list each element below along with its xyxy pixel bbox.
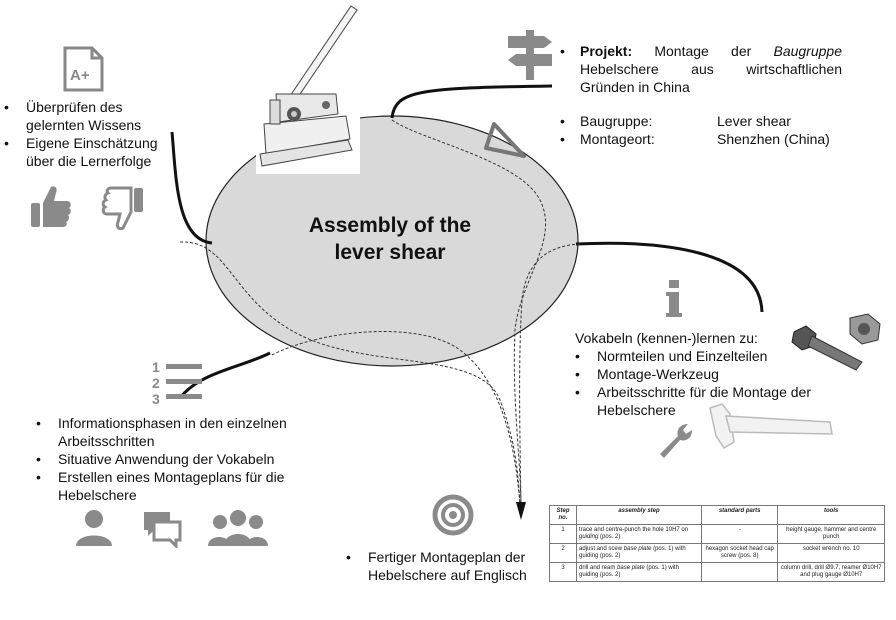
target-icon bbox=[432, 494, 474, 536]
assembly-plan-table: Step no. assembly step standard parts to… bbox=[549, 505, 885, 582]
table-cell-text: (pos. 1) with guiding (pos. 2) bbox=[579, 565, 680, 578]
goal-item: Fertiger Montageplan der Hebelschere auf… bbox=[346, 548, 546, 584]
lever-shear-illustration bbox=[256, 4, 360, 174]
svg-text:3: 3 bbox=[152, 391, 160, 406]
table-cell-step: 2 bbox=[549, 543, 577, 563]
table-cell-tools: height gauge, hammer and centre punch bbox=[777, 524, 885, 544]
wrench-icon bbox=[660, 424, 692, 458]
project-row-key: Montageort: bbox=[580, 131, 655, 147]
table-cell-tools: socket wrench no. 10 bbox=[777, 543, 885, 563]
table-cell-italic: base plate bbox=[623, 546, 652, 552]
table-header: Step no. bbox=[549, 505, 577, 525]
table-cell-text: trace and centre-punch the hole 10H7 on bbox=[579, 527, 689, 533]
table-cell-step: 1 bbox=[549, 524, 577, 544]
project-row-value: Lever shear bbox=[717, 113, 791, 129]
vocab-item: Arbeitsschritte für die Montage der Hebe… bbox=[575, 383, 835, 419]
info-icon bbox=[666, 280, 682, 317]
numbered-list-icon: 1 2 3 bbox=[152, 359, 202, 406]
table-cell-text: adjust and scew bbox=[579, 546, 624, 552]
table-header-row: Step no. assembly step standard parts to… bbox=[549, 505, 885, 525]
table-cell-assembly-step: trace and centre-punch the hole 10H7 on … bbox=[576, 524, 702, 544]
group-icon bbox=[208, 510, 268, 546]
dashed-path-4 bbox=[271, 331, 521, 506]
project-row-location: Montageort: Shenzhen (China) bbox=[560, 130, 842, 148]
svg-text:2: 2 bbox=[152, 375, 160, 391]
center-title: Assembly of the lever shear bbox=[285, 212, 495, 266]
thumbs-up-icon bbox=[31, 186, 71, 227]
method-item: Situative Anwendung der Vokabeln bbox=[36, 450, 326, 468]
table-row: 1 trace and centre-punch the hole 10H7 o… bbox=[549, 524, 885, 544]
thumbs-down-icon bbox=[101, 186, 143, 231]
center-title-line1: Assembly of the bbox=[308, 214, 472, 237]
branch-vocab bbox=[575, 241, 764, 313]
dashed-path-2 bbox=[391, 119, 546, 506]
project-label: Projekt: bbox=[580, 43, 633, 59]
goal-list: Fertiger Montageplan der Hebelschere auf… bbox=[346, 548, 546, 584]
evaluation-list: Überprüfen des gelernten Wissens Eigene … bbox=[4, 98, 174, 170]
table-cell-italic: guiding bbox=[579, 534, 599, 540]
vocab-item: Montage-Werkzeug bbox=[575, 365, 835, 383]
branch-evaluation bbox=[170, 131, 213, 245]
chat-icon bbox=[144, 512, 182, 548]
table-cell-text: (pos. 1) with guiding (pos. 2) bbox=[579, 546, 686, 559]
evaluation-item: Überprüfen des gelernten Wissens bbox=[4, 98, 174, 134]
vocab-item: Normteilen und Einzelteilen bbox=[575, 347, 835, 365]
table-cell-italic: base plate bbox=[617, 565, 645, 571]
a-plus-document-icon: A+ bbox=[63, 46, 104, 92]
project-text-italic: Baugruppe bbox=[773, 43, 842, 59]
method-item: Erstellen eines Montageplans für die Heb… bbox=[36, 468, 326, 504]
signpost-icon bbox=[508, 30, 552, 80]
table-row: 3 drill and ream base plate (pos. 1) wit… bbox=[549, 562, 885, 582]
branch-project bbox=[390, 84, 553, 119]
table-header: tools bbox=[777, 505, 885, 525]
dashed-path-3 bbox=[519, 243, 581, 506]
goal-arrowhead bbox=[516, 502, 526, 520]
project-row-assembly: Baugruppe: Lever shear bbox=[560, 112, 842, 130]
vocab-heading: Vokabeln (kennen-)lernen zu: bbox=[575, 330, 758, 346]
table-cell-assembly-step: adjust and scew base plate (pos. 1) with… bbox=[576, 543, 702, 563]
hex-key-illustration bbox=[709, 403, 833, 450]
dashed-path-1 bbox=[179, 241, 521, 506]
evaluation-item: Eigene Einschätzung über die Lernerfolge bbox=[4, 134, 174, 170]
table-header: standard parts bbox=[700, 505, 779, 525]
table-header: assembly step bbox=[576, 505, 702, 525]
table-cell-tools: column drill, drill Ø9.7, reamer Ø10H7 a… bbox=[777, 562, 885, 582]
table-cell-assembly-step: drill and ream base plate (pos. 1) with … bbox=[576, 562, 702, 582]
table-cell-step: 3 bbox=[549, 562, 577, 582]
project-description: Projekt: Montage der Baugruppe Hebelsche… bbox=[560, 42, 842, 96]
branch-method bbox=[178, 351, 271, 399]
bolt-and-nut-illustration bbox=[791, 313, 881, 371]
table-row: 2 adjust and scew base plate (pos. 1) wi… bbox=[549, 543, 885, 563]
table-cell-text: (pos. 2) bbox=[598, 534, 621, 540]
single-person-icon bbox=[76, 510, 112, 546]
triangle-icon bbox=[484, 122, 526, 158]
project-row-value: Shenzhen (China) bbox=[717, 131, 830, 147]
project-text-post: Hebelschere aus wirtschaftlichen Gründen… bbox=[580, 61, 842, 95]
method-item: Informationsphasen in den einzelnen Arbe… bbox=[36, 414, 326, 450]
svg-text:A+: A+ bbox=[70, 67, 90, 84]
table-cell-parts bbox=[700, 562, 779, 582]
table-cell-parts: - bbox=[700, 524, 779, 544]
vocab-list: Normteilen und Einzelteilen Montage-Werk… bbox=[575, 347, 835, 419]
method-list: Informationsphasen in den einzelnen Arbe… bbox=[36, 414, 326, 504]
project-info: Projekt: Montage der Baugruppe Hebelsche… bbox=[560, 42, 842, 148]
table-cell-text: drill and ream bbox=[579, 565, 618, 571]
project-text-pre: Montage der bbox=[632, 43, 774, 59]
svg-text:1: 1 bbox=[152, 359, 160, 375]
project-row-key: Baugruppe: bbox=[580, 113, 653, 129]
table-cell-parts: hexagon socket head cap screw (pos. 8) bbox=[700, 543, 779, 563]
center-title-line2: lever shear bbox=[334, 241, 446, 264]
